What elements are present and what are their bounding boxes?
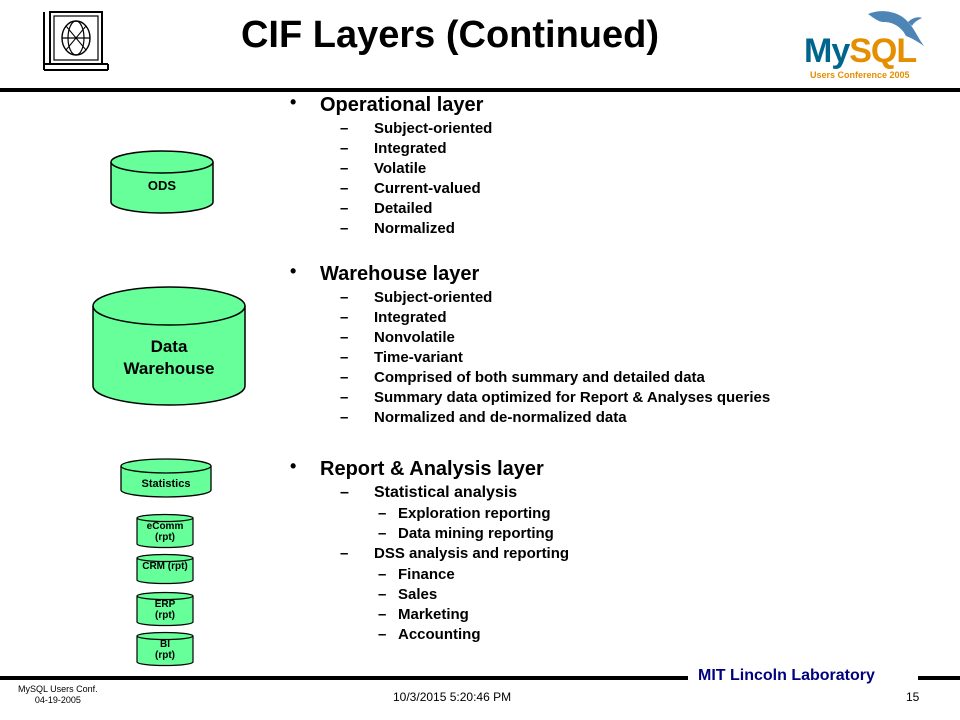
bi-rpt-cylinder: BI (rpt) [136,631,194,667]
lincoln-lab-logo-icon [40,8,112,72]
mysql-logo-text: MySQL [804,32,917,70]
erp-rpt-cylinder: ERP (rpt) [136,591,194,627]
footer-datetime: 10/3/2015 5:20:46 PM [393,690,512,704]
ods-cylinder: ODS [110,150,214,214]
header-rule [0,88,960,92]
footer-rule [0,676,688,680]
bullet-icon: • [290,456,297,476]
mysql-logo-subtitle: Users Conference 2005 [810,70,910,80]
bi-rpt-label: (rpt) [155,650,175,661]
footer-rule-right [918,676,960,680]
erp-label: ERP [154,599,176,610]
bullet-icon: • [290,92,297,112]
slide-title: CIF Layers (Continued) [240,14,660,56]
dolphin-icon [868,11,924,46]
bullet-icon: • [290,261,297,281]
footer-lab-name: MIT Lincoln Laboratory [698,667,875,684]
data-warehouse-label-line2: Warehouse [123,359,215,378]
data-warehouse-label-line1: Data [150,337,188,356]
data-warehouse-cylinder: Data Warehouse [92,286,246,406]
footer-conference: MySQL Users Conf. 04-19-2005 [18,684,98,705]
ecomm-rpt-label: (rpt) [155,532,175,543]
statistics-label: Statistics [141,478,191,490]
mysql-logo: MySQL Users Conference 2005 [790,8,940,88]
ods-label: ODS [147,178,177,193]
crm-label: CRM (rpt) [142,561,188,572]
page-number: 15 [906,690,920,704]
erp-rpt-label: (rpt) [155,610,175,621]
crm-rpt-cylinder: CRM (rpt) [136,553,194,585]
bi-label: BI [160,639,170,650]
ecomm-rpt-cylinder: eComm (rpt) [136,513,194,549]
statistics-cylinder: Statistics [120,458,212,498]
ecomm-label: eComm [146,521,184,532]
